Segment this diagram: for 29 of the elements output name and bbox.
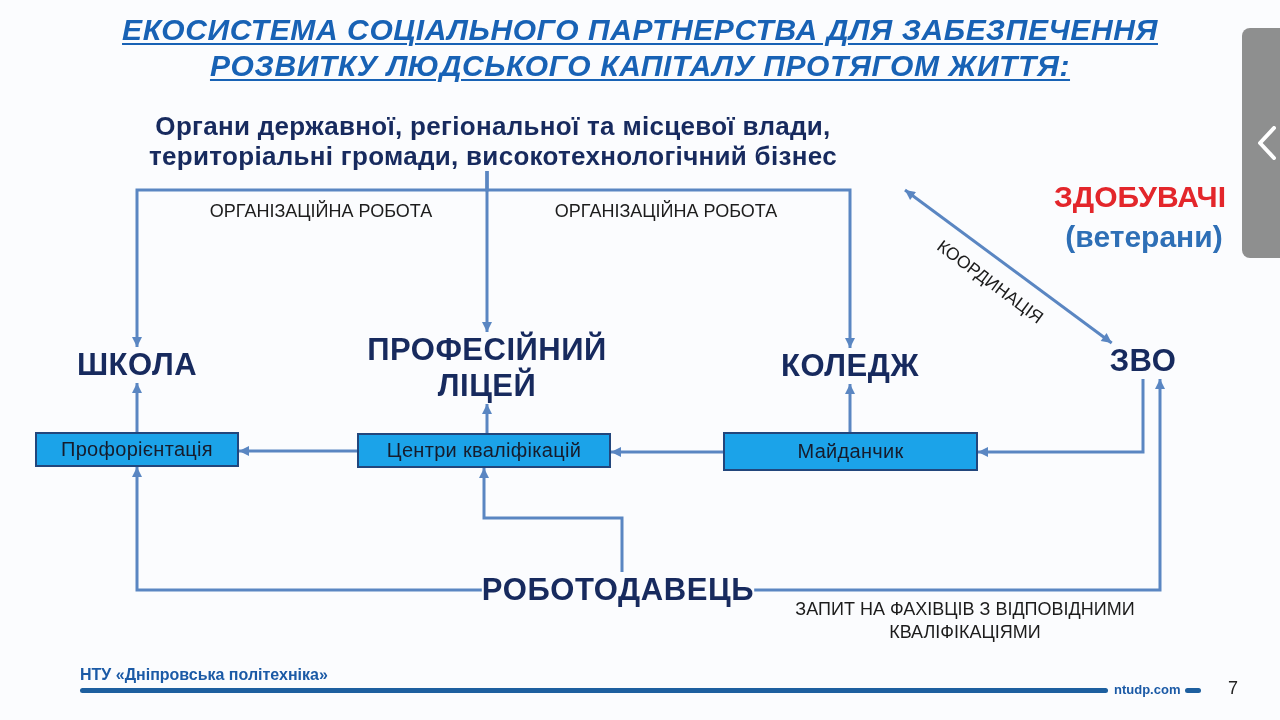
employer-label: РОБОТОДАВЕЦЬ [481, 572, 755, 608]
footer-url: ntudp.com [1114, 682, 1181, 698]
slide-title: ЕКОСИСТЕМА СОЦІАЛЬНОГО ПАРТНЕРСТВА ДЛЯ ЗАБЕЗПЕЧЕННЯ РОЗВИТКУ ЛЮДСЬКОГО КАПІТАЛУ ПРОТЯГОМ ЖИТТЯ: [121, 12, 1159, 84]
footer-text: НТУ «Дніпровська політехніка» [80, 665, 328, 685]
arrow [611, 447, 723, 457]
arrow [978, 379, 1145, 457]
institution-label: ЗВО [1109, 343, 1177, 379]
institution-label: ПРОФЕСІЙНИЙ ЛІЦЕЙ [367, 332, 607, 404]
arrow [132, 383, 142, 432]
arrow [132, 467, 482, 592]
highlight-label: ЗДОБУВАЧІ [1054, 179, 1226, 215]
arrow [482, 404, 492, 433]
arrow [485, 171, 855, 348]
double-arrow [904, 188, 1113, 345]
arrow [239, 446, 357, 456]
institution-label: КОЛЕДЖ [781, 348, 919, 384]
arrow [754, 379, 1165, 592]
page-number: 7 [1228, 677, 1238, 699]
institution-label: ШКОЛА [76, 347, 198, 383]
process-box: Майданчик [723, 432, 978, 471]
process-box: Центри кваліфікацій [357, 433, 611, 468]
stakeholders-text: Органи державної, регіональної та місцевої влади, територіальні громади, високотехнологічний бізнес [138, 111, 848, 171]
arrow [479, 468, 624, 572]
edge-label: ОРГАНІЗАЦІЙНА РОБОТА [554, 199, 778, 223]
subtitle-label: (ветерани) [1065, 219, 1223, 255]
edge-label: ЗАПИТ НА ФАХІВЦІВ З ВІДПОВІДНИМИ КВАЛІФІКАЦІЯМИ [794, 598, 1136, 644]
edge-label: ОРГАНІЗАЦІЙНА РОБОТА [209, 199, 433, 223]
arrow [845, 384, 855, 432]
process-box: Профорієнтація [35, 432, 239, 467]
